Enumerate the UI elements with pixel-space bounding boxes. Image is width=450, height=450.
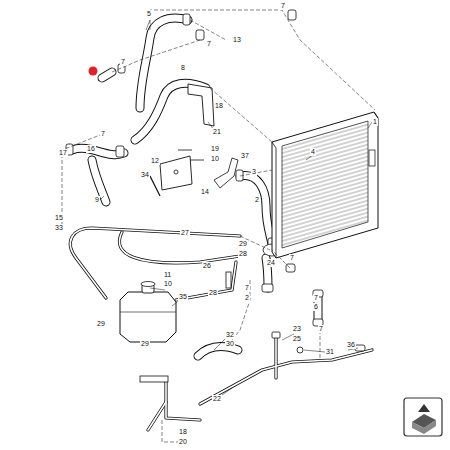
callout-number: 13 [232, 36, 242, 44]
callout-number: 29 [140, 340, 150, 348]
callout-number: 7 [100, 130, 106, 138]
callout-number: 14 [200, 188, 210, 196]
nav-icon [404, 398, 442, 436]
callout-number: 29 [238, 240, 248, 248]
callout-number: 6 [313, 303, 319, 311]
callout-number: 9 [94, 196, 100, 204]
callout-number: 27 [180, 229, 190, 237]
callout-number: 28 [208, 289, 218, 297]
callout-number: 18 [214, 102, 224, 110]
callout-number: 21 [212, 128, 222, 136]
callout-number: 12 [150, 157, 160, 165]
callout-number: 7 [280, 2, 286, 10]
callout-number: 26 [202, 262, 212, 270]
callout-number: 18 [178, 428, 188, 436]
radiator [272, 112, 378, 258]
callout-number: 7 [289, 254, 295, 262]
callout-number: 1 [372, 118, 378, 126]
callout-number: 17 [58, 149, 68, 157]
callout-number: 15 [54, 214, 64, 222]
callout-number: 11 [163, 271, 172, 279]
callout-number: 32 [225, 331, 235, 339]
callout-number: 7 [318, 325, 324, 333]
callout-number: 36 [346, 341, 356, 349]
callout-number: 23 [292, 325, 302, 333]
callout-number: 22 [212, 395, 222, 403]
callout-number: 16 [86, 145, 96, 153]
callout-number: 7 [313, 294, 319, 302]
callout-number: 10 [163, 280, 173, 288]
callout-number: 29 [96, 320, 106, 328]
callout-number: 5 [146, 10, 152, 18]
coolant-reservoir [120, 282, 176, 343]
callout-number: 10 [210, 155, 220, 163]
callout-number: 34 [140, 171, 150, 179]
callout-number: 7 [206, 40, 212, 48]
callout-number: 31 [325, 348, 335, 356]
callout-number: 30 [225, 340, 235, 348]
callout-number: 33 [54, 224, 64, 232]
callout-number: 25 [292, 335, 302, 343]
callout-number: 7 [244, 284, 250, 292]
red-marker [89, 67, 98, 76]
callout-number: 8 [180, 64, 186, 72]
callout-number: 4 [310, 148, 316, 156]
callout-number: 35 [178, 293, 188, 301]
callout-number: 24 [266, 259, 276, 267]
callout-number: 7 [120, 58, 126, 66]
callout-number: 28 [238, 250, 248, 258]
callout-number: 37 [240, 152, 250, 160]
callout-number: 3 [251, 168, 257, 176]
callout-number: 20 [178, 438, 188, 446]
callout-number: 2 [244, 294, 250, 302]
callout-number: 19 [210, 145, 220, 153]
callout-number: 2 [254, 196, 260, 204]
